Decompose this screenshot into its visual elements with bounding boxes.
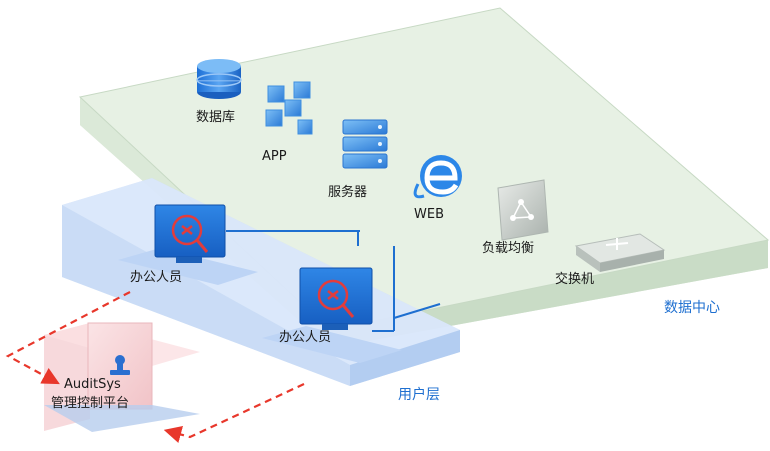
load-balancer-label: 负载均衡 xyxy=(482,241,534,256)
web-e-icon xyxy=(413,155,462,199)
workstation-2 xyxy=(262,267,402,363)
load-balancer-icon xyxy=(497,179,549,241)
audit-console-name: AuditSys xyxy=(64,377,121,392)
workstation-1-label: 办公人员 xyxy=(130,270,182,285)
audit-console-panel xyxy=(44,322,200,432)
data-center-label: 数据中心 xyxy=(664,300,720,316)
server-icon xyxy=(342,119,388,169)
workstation-1 xyxy=(118,204,258,285)
switch-icon xyxy=(574,233,666,272)
network-links xyxy=(226,230,441,332)
workstation-2-label: 办公人员 xyxy=(279,330,331,345)
app-blocks-icon xyxy=(265,81,313,135)
audit-console-subtitle: 管理控制平台 xyxy=(51,396,129,411)
user-layer-label: 用户层 xyxy=(398,386,440,403)
auditor-stamp-icon xyxy=(110,355,130,375)
switch-label: 交换机 xyxy=(555,271,594,287)
audit-flow-lines xyxy=(5,291,305,443)
server-label: 服务器 xyxy=(328,184,367,200)
monitor-alert-icon xyxy=(171,214,209,253)
database-label: 数据库 xyxy=(196,109,235,125)
app-label: APP xyxy=(262,149,287,164)
database-icon xyxy=(196,59,242,99)
monitor-alert-icon-2 xyxy=(317,279,355,318)
web-label: WEB xyxy=(414,207,444,222)
